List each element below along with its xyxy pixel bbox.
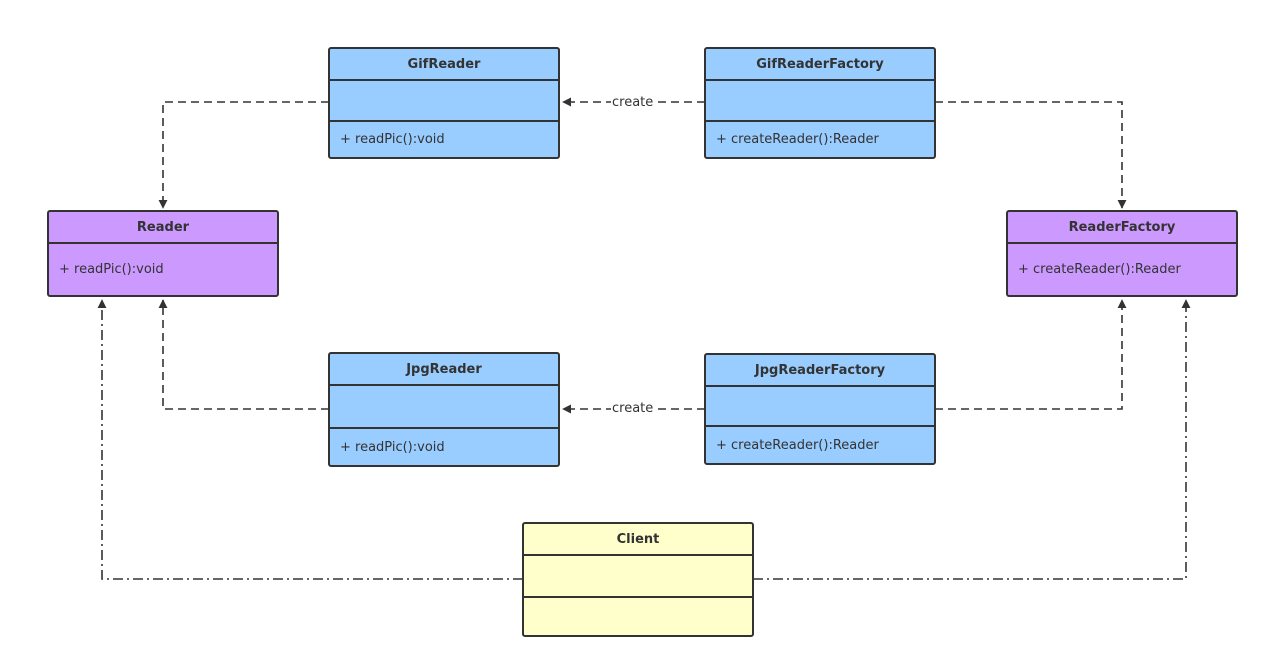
class-attributes bbox=[330, 386, 558, 429]
class-methods-empty bbox=[524, 598, 752, 635]
edge-client-readerfactory bbox=[753, 299, 1191, 580]
edge-label-gif-create: create bbox=[611, 95, 655, 110]
class-method: + readPic():void bbox=[340, 132, 445, 147]
class-name: JpgReader bbox=[330, 354, 558, 386]
edge-giffactory-readerfactory bbox=[935, 101, 1127, 209]
edge-jpgfactory-readerfactory bbox=[935, 299, 1127, 410]
class-name: ReaderFactory bbox=[1008, 212, 1236, 244]
class-method: + createReader():Reader bbox=[716, 437, 879, 453]
class-gifreaderfactory[interactable]: GifReaderFactory + createReader():Reader bbox=[704, 47, 936, 159]
class-attributes bbox=[706, 81, 934, 122]
class-attributes bbox=[706, 387, 934, 427]
class-jpgreaderfactory[interactable]: JpgReaderFactory + createReader():Reader bbox=[704, 353, 936, 465]
class-name: GifReaderFactory bbox=[706, 49, 934, 81]
edge-client-reader bbox=[97, 299, 523, 580]
class-method: + createReader():Reader bbox=[1018, 262, 1181, 277]
class-name: Reader bbox=[49, 212, 277, 244]
class-name: Client bbox=[524, 524, 752, 556]
class-attributes bbox=[330, 81, 558, 122]
class-name: JpgReaderFactory bbox=[706, 355, 934, 387]
edge-label-jpg-create: create bbox=[611, 401, 655, 416]
edge-jpgreader-reader bbox=[158, 299, 329, 410]
edge-gifreader-reader bbox=[158, 101, 329, 209]
class-jpgreader[interactable]: JpgReader + readPic():void bbox=[328, 352, 560, 467]
class-reader[interactable]: Reader + readPic():void bbox=[47, 210, 279, 297]
class-attributes bbox=[524, 556, 752, 598]
class-name: GifReader bbox=[330, 49, 558, 81]
class-readerfactory[interactable]: ReaderFactory + createReader():Reader bbox=[1006, 210, 1238, 297]
class-client[interactable]: Client bbox=[522, 522, 754, 637]
class-method: + readPic():void bbox=[59, 262, 164, 277]
class-gifreader[interactable]: GifReader + readPic():void bbox=[328, 47, 560, 159]
class-method: + readPic():void bbox=[340, 439, 445, 455]
class-method: + createReader():Reader bbox=[716, 132, 879, 147]
